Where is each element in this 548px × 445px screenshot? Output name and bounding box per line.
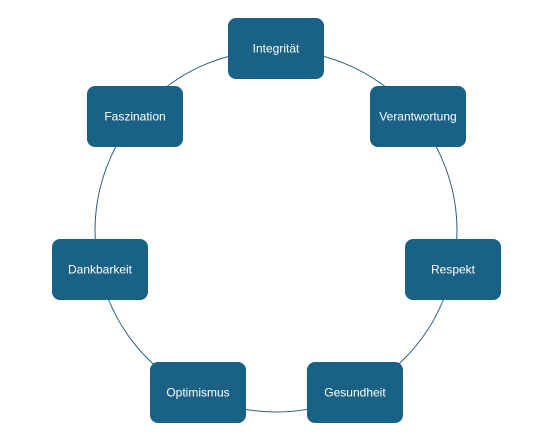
- node-respekt: Respekt: [405, 239, 501, 300]
- node-dankbarkeit-label: Dankbarkeit: [68, 263, 133, 277]
- node-dankbarkeit-box: [52, 239, 148, 300]
- node-integritaet-label: Integrität: [253, 42, 300, 56]
- node-dankbarkeit: Dankbarkeit: [52, 239, 148, 300]
- node-respekt-box: [405, 239, 501, 300]
- node-faszination: Faszination: [87, 86, 183, 147]
- node-faszination-label: Faszination: [104, 110, 165, 124]
- node-respekt-label: Respekt: [431, 263, 476, 277]
- node-optimismus: Optimismus: [150, 362, 246, 423]
- node-verantwortung: Verantwortung: [370, 86, 466, 147]
- node-optimismus-label: Optimismus: [166, 386, 229, 400]
- node-gesundheit-box: [307, 362, 403, 423]
- node-optimismus-box: [150, 362, 246, 423]
- node-verantwortung-label: Verantwortung: [379, 110, 456, 124]
- node-gesundheit: Gesundheit: [307, 362, 403, 423]
- node-verantwortung-box: [370, 86, 466, 147]
- node-gesundheit-label: Gesundheit: [324, 386, 386, 400]
- node-integritaet-box: [228, 18, 324, 79]
- node-integritaet: Integrität: [228, 18, 324, 79]
- node-faszination-box: [87, 86, 183, 147]
